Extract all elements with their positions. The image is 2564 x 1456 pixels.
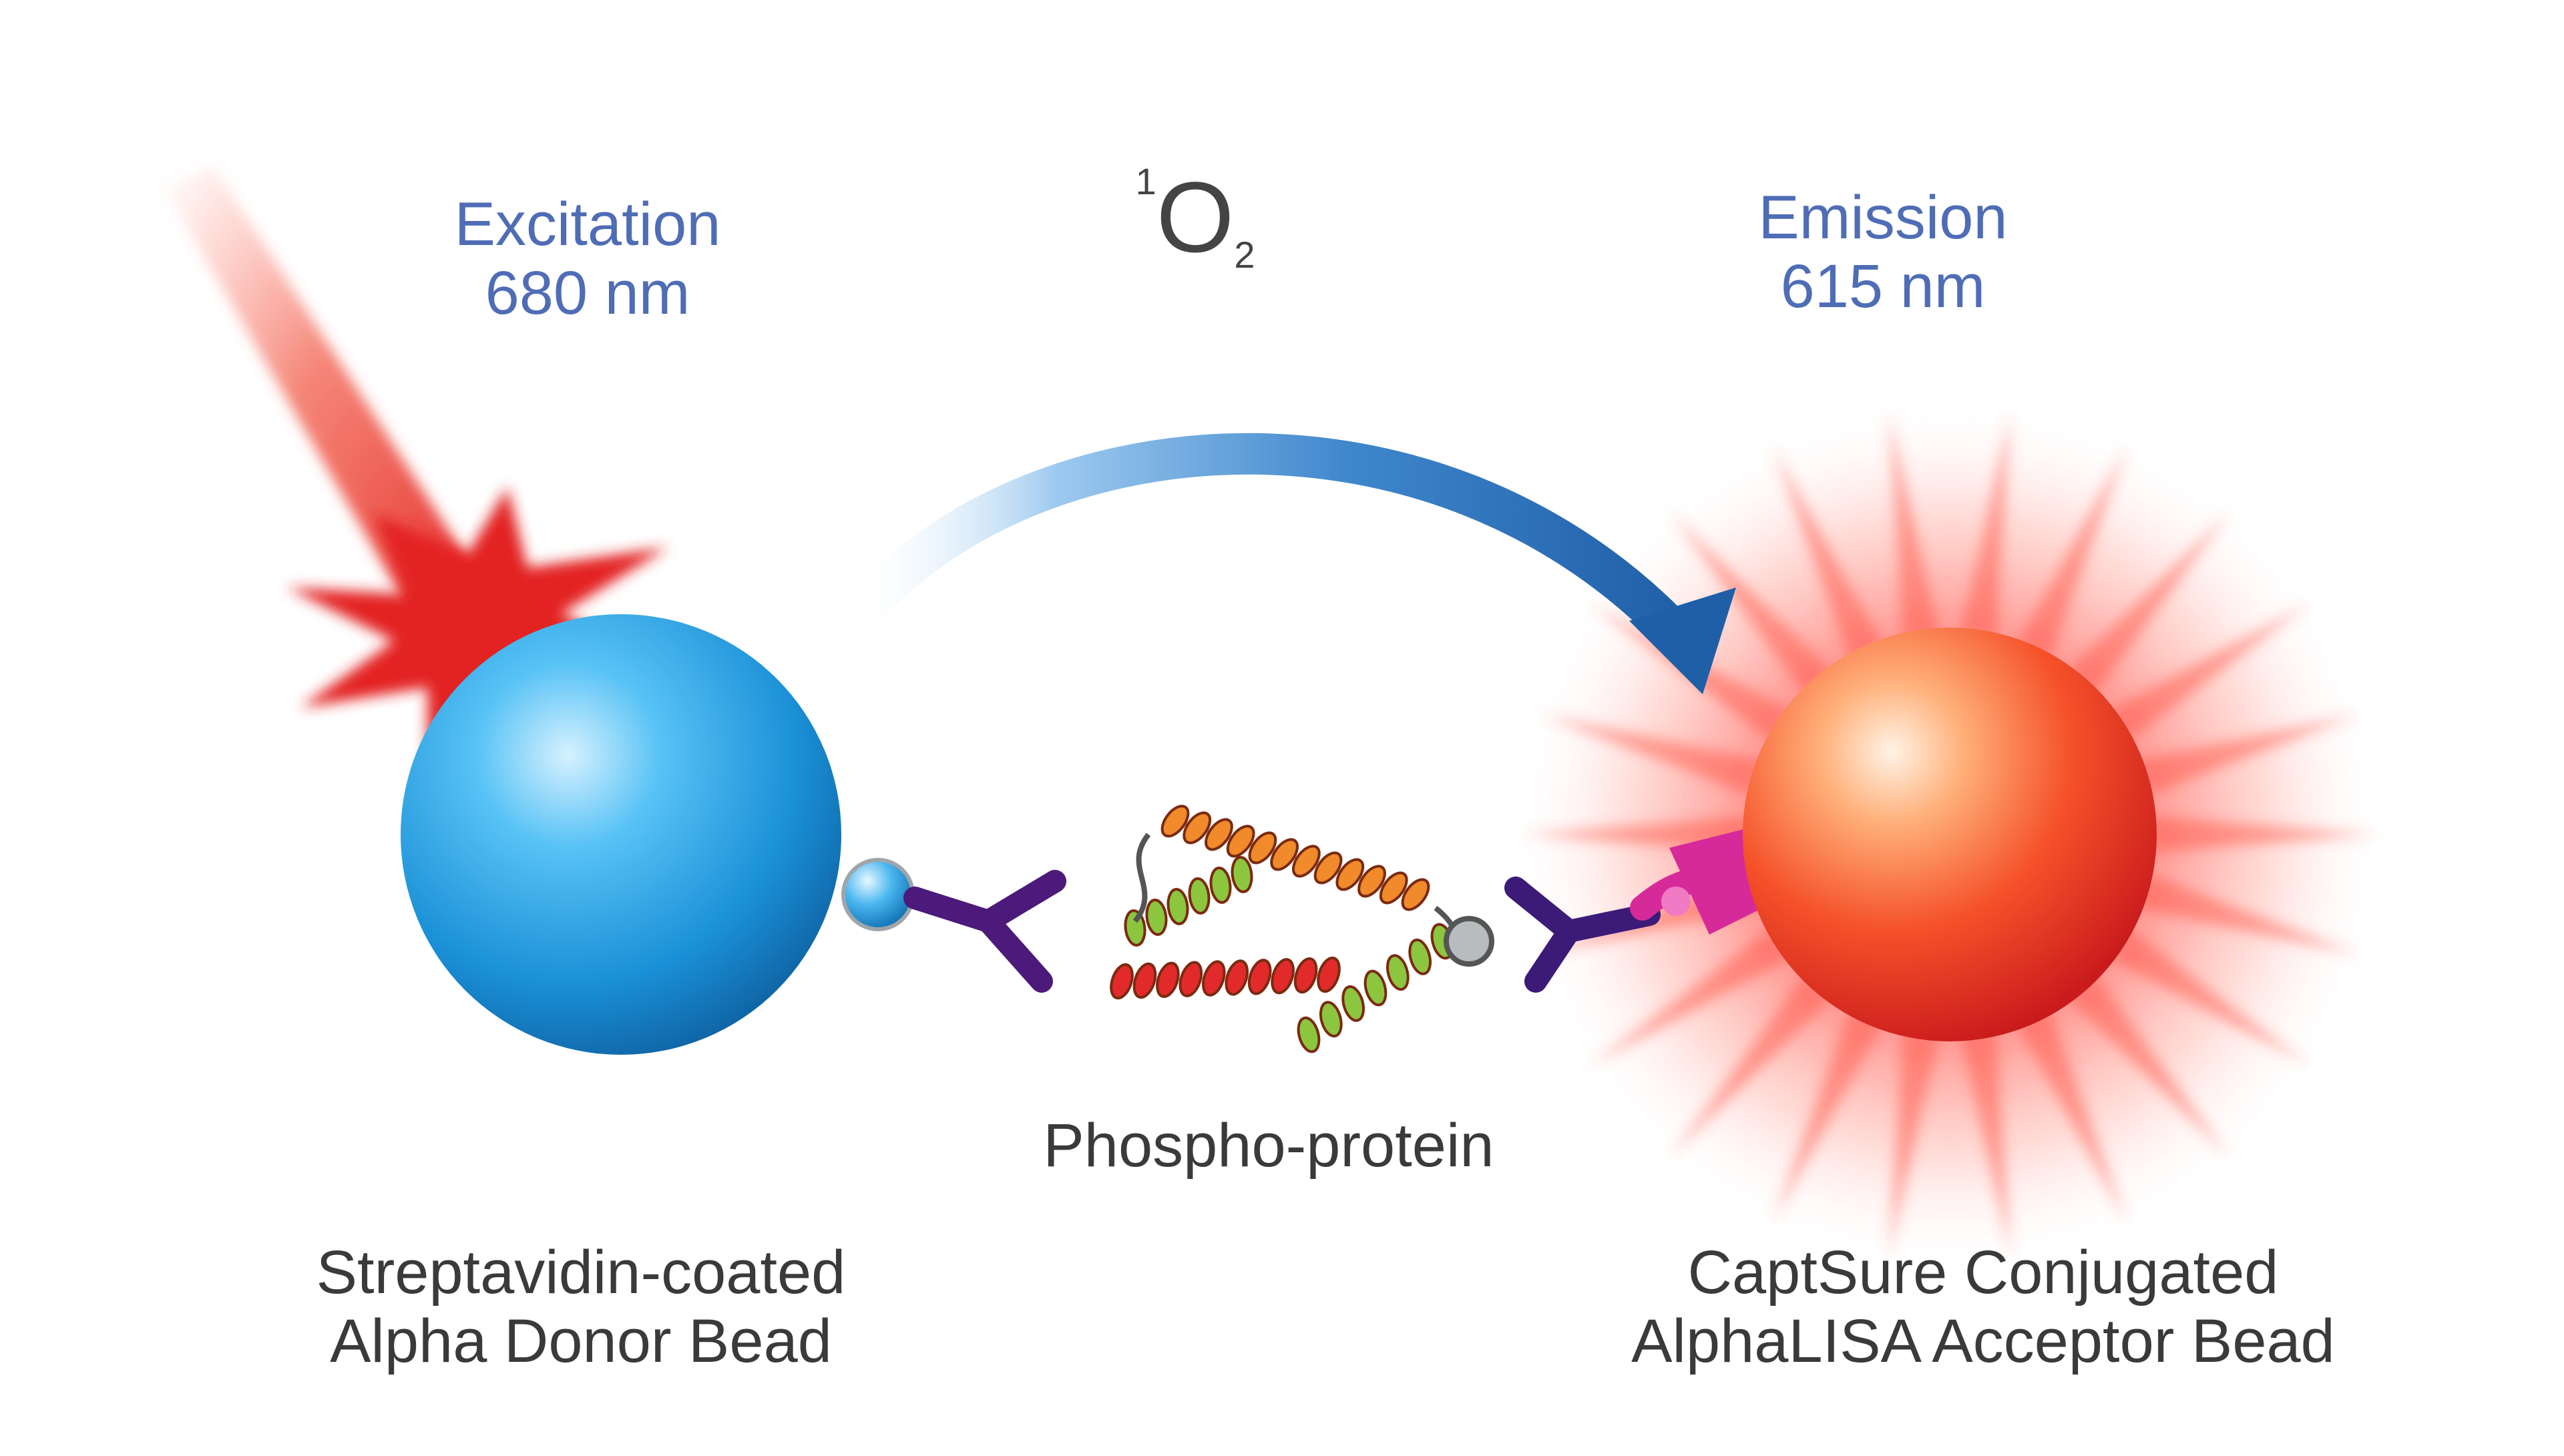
- emission-label: Emission 615 nm: [1723, 184, 2043, 321]
- excitation-wavelength: 680 nm: [485, 259, 690, 328]
- helix-coil: [1379, 871, 1408, 905]
- emission-ray: [1669, 511, 1833, 696]
- donor-bead-label: Streptavidin-coated Alpha Donor Bead: [254, 1238, 908, 1376]
- helix-coil: [1293, 957, 1318, 994]
- emission-ray: [2016, 1008, 2127, 1224]
- emission-ray: [1590, 927, 1792, 1066]
- left-antibody-icon: [903, 870, 1066, 993]
- singlet-oxygen-superscript: 1: [1135, 160, 1156, 202]
- capture-tag-icon: [1630, 828, 1763, 935]
- emission-ray: [1772, 1008, 1884, 1224]
- helix-coil: [1291, 844, 1321, 878]
- emission-ray: [2016, 445, 2127, 661]
- helix-coil: [1313, 851, 1343, 885]
- emission-ray: [2136, 714, 2360, 796]
- helix-coil: [1385, 954, 1410, 991]
- emission-ray: [1772, 445, 1884, 661]
- helix-coil: [1160, 804, 1190, 838]
- helix-coil: [1166, 888, 1189, 925]
- helix-coil: [1145, 899, 1168, 936]
- helix-coil: [1319, 1001, 1343, 1038]
- phosphate-icon: [1444, 916, 1494, 967]
- donor-bead-line2: Alpha Donor Bead: [330, 1307, 832, 1376]
- helix-coil: [1341, 985, 1365, 1022]
- emission-ray: [2067, 973, 2230, 1158]
- emission-wavelength: 615 nm: [1780, 252, 1986, 321]
- helix-coil: [1408, 938, 1432, 975]
- singlet-oxygen-subscript: 2: [1234, 234, 1255, 276]
- helix-coil: [1225, 959, 1249, 996]
- helix-coil: [1363, 969, 1387, 1007]
- emission-glow: [1516, 401, 2384, 1268]
- helix-coil: [1156, 961, 1180, 998]
- singlet-oxygen-label: 1O2: [1095, 163, 1295, 274]
- streptavidin-ball-icon: [841, 858, 915, 931]
- singlet-oxygen-base: O: [1156, 161, 1235, 273]
- emission-ray: [2136, 873, 2360, 955]
- excitation-title: Excitation: [454, 190, 721, 258]
- helix-coil: [1335, 858, 1365, 891]
- helix-coil: [1201, 960, 1226, 997]
- acceptor-bead-line1: CaptSure Conjugated: [1687, 1238, 2279, 1306]
- emission-ray: [2067, 511, 2230, 696]
- emission-ray: [2107, 927, 2310, 1066]
- helix-coil: [1248, 831, 1277, 865]
- acceptor-bead-line2: AlphaLISA Acceptor Bead: [1631, 1307, 2335, 1376]
- helix-coil: [1226, 824, 1255, 858]
- helix-coil: [1297, 1016, 1321, 1053]
- helix-coil: [1357, 865, 1386, 898]
- emission-ray: [1888, 411, 1940, 640]
- helix-coil: [1401, 878, 1430, 911]
- acceptor-bead-label: CaptSure Conjugated AlphaLISA Acceptor B…: [1556, 1238, 2410, 1376]
- emission-ray: [1539, 714, 1763, 796]
- excitation-flash-icon: [287, 487, 674, 788]
- acceptor-bead-icon: [1743, 628, 2157, 1041]
- excitation-beam: [164, 167, 494, 641]
- protein-label: Phospho-protein: [1043, 1112, 1494, 1180]
- emission-title: Emission: [1758, 184, 2008, 252]
- helix-coil: [1317, 956, 1341, 993]
- helix-coil: [1132, 962, 1157, 999]
- helix-coil: [1179, 961, 1203, 997]
- excitation-label: Excitation 680 nm: [427, 190, 748, 328]
- phospho-protein-icon: [1072, 798, 1494, 1062]
- emission-ray: [1669, 973, 1833, 1158]
- helix-coil: [1124, 909, 1146, 947]
- helix-coil: [1110, 963, 1134, 1000]
- helix-coil: [1271, 958, 1295, 995]
- helix-coil: [1209, 867, 1232, 904]
- helix-coil: [1188, 877, 1211, 915]
- emission-ray: [2107, 603, 2310, 742]
- helix-coil: [1231, 856, 1253, 893]
- emission-ray: [2149, 816, 2377, 853]
- helix-coil: [1183, 811, 1212, 844]
- donor-bead-icon: [401, 614, 841, 1055]
- energy-transfer-arrow: [827, 433, 1736, 694]
- emission-ray: [1888, 1029, 1940, 1258]
- helix-coil: [1205, 818, 1233, 851]
- donor-bead-line1: Streptavidin-coated: [316, 1238, 846, 1306]
- emission-ray: [1960, 1029, 2011, 1258]
- emission-ray: [1960, 411, 2011, 640]
- helix-coil: [1270, 838, 1299, 871]
- helix-coil: [1247, 959, 1272, 995]
